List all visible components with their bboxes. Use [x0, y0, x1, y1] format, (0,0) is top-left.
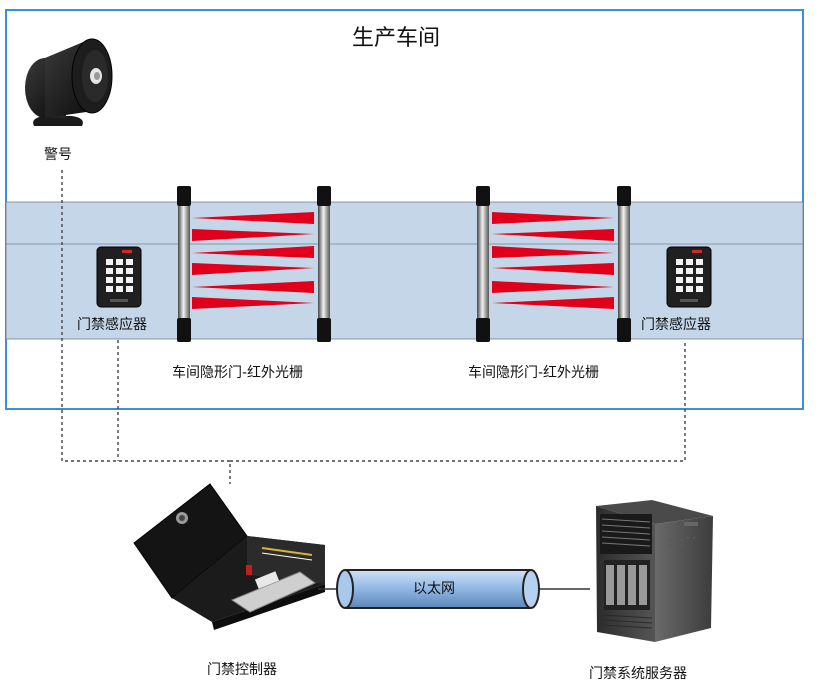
card-reader-left-icon — [96, 246, 142, 308]
signal-cables — [61, 170, 686, 484]
alarm-label: 警号 — [44, 147, 72, 163]
ethernet-label: 以太网 — [413, 581, 455, 597]
access-controller-icon — [133, 483, 325, 630]
grating-left-label: 车间隐形门-红外光栅 — [172, 365, 304, 381]
server-label: 门禁系统服务器 — [589, 666, 687, 682]
server-tower-icon — [596, 500, 713, 642]
grating-right-label: 车间隐形门-红外光栅 — [468, 365, 600, 381]
card-reader-right-label: 门禁感应器 — [641, 317, 711, 333]
controller-label: 门禁控制器 — [207, 662, 277, 678]
ethernet-link-icon — [318, 569, 590, 609]
card-reader-left-label: 门禁感应器 — [77, 317, 147, 333]
alarm-siren-icon — [25, 38, 113, 126]
infrared-grating-left-icon — [177, 186, 331, 342]
card-reader-right-icon — [666, 246, 712, 308]
infrared-grating-right-icon — [476, 186, 631, 342]
workshop-title: 生产车间 — [352, 26, 441, 51]
